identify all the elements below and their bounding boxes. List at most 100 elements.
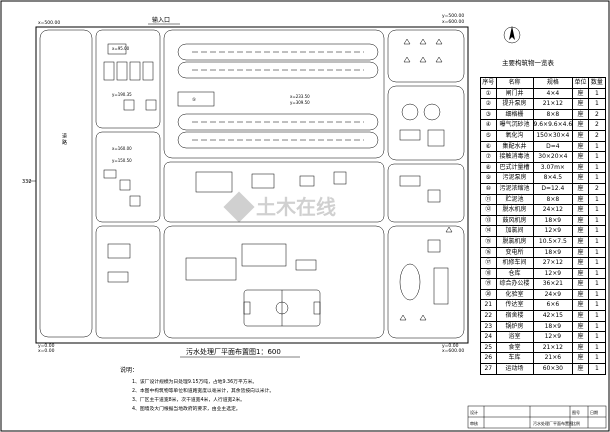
legend-cell-name: 变电所 bbox=[495, 246, 534, 259]
legend-cell-spec: 8×8 bbox=[532, 108, 574, 121]
oxidation-ditch-2 bbox=[177, 113, 379, 149]
legend-cell-no: 26 bbox=[480, 352, 497, 365]
mid-right-block bbox=[387, 163, 465, 223]
legend-cell-spec: 150×30×4 bbox=[532, 129, 574, 142]
watermark-logo: 土木在线 bbox=[223, 191, 336, 223]
legend-cell-qty: 1 bbox=[587, 352, 607, 365]
notes-title: 说明： bbox=[120, 366, 138, 374]
oxidation-ditch-1 bbox=[177, 43, 379, 79]
legend-cell-unit: 座 bbox=[572, 151, 589, 163]
note-1: 1、该厂设计规模为日处理9.15万吨，占地9.36万平方米。 bbox=[132, 378, 257, 385]
gate-label: 输入口 bbox=[152, 16, 170, 24]
legend-cell-no: ⑧ bbox=[480, 161, 497, 174]
oxidation-ditch-block bbox=[163, 29, 385, 159]
legend-cell-unit: 座 bbox=[572, 320, 589, 333]
legend-cell-spec: 42×15 bbox=[532, 310, 574, 322]
legend-cell-name: 传达室 bbox=[495, 299, 534, 312]
legend-header-name: 名称 bbox=[495, 77, 534, 89]
legend-cell-spec: 18×9 bbox=[532, 320, 574, 333]
legend-cell-qty: 2 bbox=[587, 119, 607, 131]
legend-cell-spec: 24×9 bbox=[532, 288, 574, 301]
legend-cell-qty: 1 bbox=[587, 204, 607, 216]
svg-text:y=190.35: y=190.35 bbox=[112, 92, 132, 97]
svg-text:污水处理厂平面布置图: 污水处理厂平面布置图 bbox=[533, 420, 573, 426]
legend-cell-qty: 1 bbox=[587, 331, 607, 343]
legend-cell-no: ② bbox=[480, 98, 497, 110]
legend-cell-qty: 1 bbox=[587, 87, 607, 100]
legend-cell-qty: 1 bbox=[587, 193, 607, 206]
dormitory-block bbox=[387, 225, 465, 339]
legend-cell-name: 细格栅 bbox=[495, 108, 534, 121]
legend-cell-qty: 1 bbox=[587, 246, 607, 259]
legend-cell-name: 车库 bbox=[495, 352, 534, 365]
legend-cell-name: 巴式计量槽 bbox=[495, 161, 534, 174]
legend-cell-name: 化验室 bbox=[495, 288, 534, 301]
legend-cell-no: 21 bbox=[480, 299, 497, 312]
legend-cell-unit: 座 bbox=[572, 108, 589, 121]
legend-cell-name: 污泥浓缩池 bbox=[495, 182, 534, 195]
legend-cell-name: 食堂 bbox=[495, 341, 534, 354]
legend-cell-unit: 座 bbox=[572, 129, 589, 142]
note-2: 2、本图中构筑物等单位和道路宽度以毫米计，其余皆按向以米计。 bbox=[132, 387, 274, 394]
legend-cell-qty: 1 bbox=[587, 299, 607, 312]
legend-cell-no: ⑫ bbox=[480, 204, 497, 216]
legend-cell-spec: 18×9 bbox=[532, 246, 574, 259]
legend-cell-no: ⑬ bbox=[480, 214, 497, 227]
legend-cell-qty: 1 bbox=[587, 225, 607, 237]
legend-cell-qty: 1 bbox=[587, 257, 607, 269]
legend-cell-no: ⑭ bbox=[480, 225, 497, 237]
legend-cell-name: 脱水机房 bbox=[495, 204, 534, 216]
legend-cell-name: 提升泵房 bbox=[495, 98, 534, 110]
coord-top-right-x: x=600.00 bbox=[442, 19, 464, 25]
legend-cell-unit: 座 bbox=[572, 352, 589, 365]
tree-symbols-ne bbox=[403, 38, 443, 63]
legend-cell-no: ⑯ bbox=[480, 246, 497, 259]
legend-cell-spec: 4×4 bbox=[532, 87, 574, 100]
svg-text:x=95.00: x=95.00 bbox=[112, 46, 130, 51]
legend-cell-name: 贮泥池 bbox=[495, 193, 534, 206]
legend-cell-qty: 1 bbox=[587, 214, 607, 227]
legend-cell-name: 闸门井 bbox=[495, 87, 534, 100]
svg-text:x=233.50: x=233.50 bbox=[290, 94, 310, 99]
legend-cell-unit: 座 bbox=[572, 119, 589, 131]
legend-cell-no: ⑱ bbox=[480, 267, 497, 280]
legend-cell-spec: 30×20×4 bbox=[532, 151, 574, 163]
legend-cell-unit: 座 bbox=[572, 172, 589, 184]
svg-text:x=160.00: x=160.00 bbox=[112, 146, 132, 151]
sludge-thickener-2 bbox=[423, 103, 441, 121]
legend-cell-unit: 座 bbox=[572, 98, 589, 110]
svg-text:图号: 图号 bbox=[572, 409, 580, 415]
disinfection-block bbox=[163, 161, 385, 223]
legend-cell-unit: 座 bbox=[572, 140, 589, 153]
coord-bottom-right-y: y=0.00 bbox=[442, 343, 459, 349]
sw-block bbox=[95, 225, 161, 339]
legend-cell-name: 锅炉房 bbox=[495, 320, 534, 333]
legend-cell-qty: 2 bbox=[587, 129, 607, 142]
legend-cell-qty: 2 bbox=[587, 108, 607, 121]
legend-header-spec: 规格 bbox=[532, 77, 574, 89]
legend-cell-unit: 座 bbox=[572, 278, 589, 290]
legend-cell-no: ① bbox=[480, 87, 497, 100]
title-block: 设计 审核 污水处理厂平面布置图 图号 比例 日期 bbox=[467, 405, 607, 429]
legend-cell-no: ⑳ bbox=[480, 288, 497, 301]
legend-cell-spec: 6×6 bbox=[532, 299, 574, 312]
legend-cell-qty: 1 bbox=[587, 320, 607, 333]
legend-cell-spec: 3.07m× bbox=[532, 161, 574, 174]
legend-cell-name: 曝气沉砂池 bbox=[495, 119, 534, 131]
